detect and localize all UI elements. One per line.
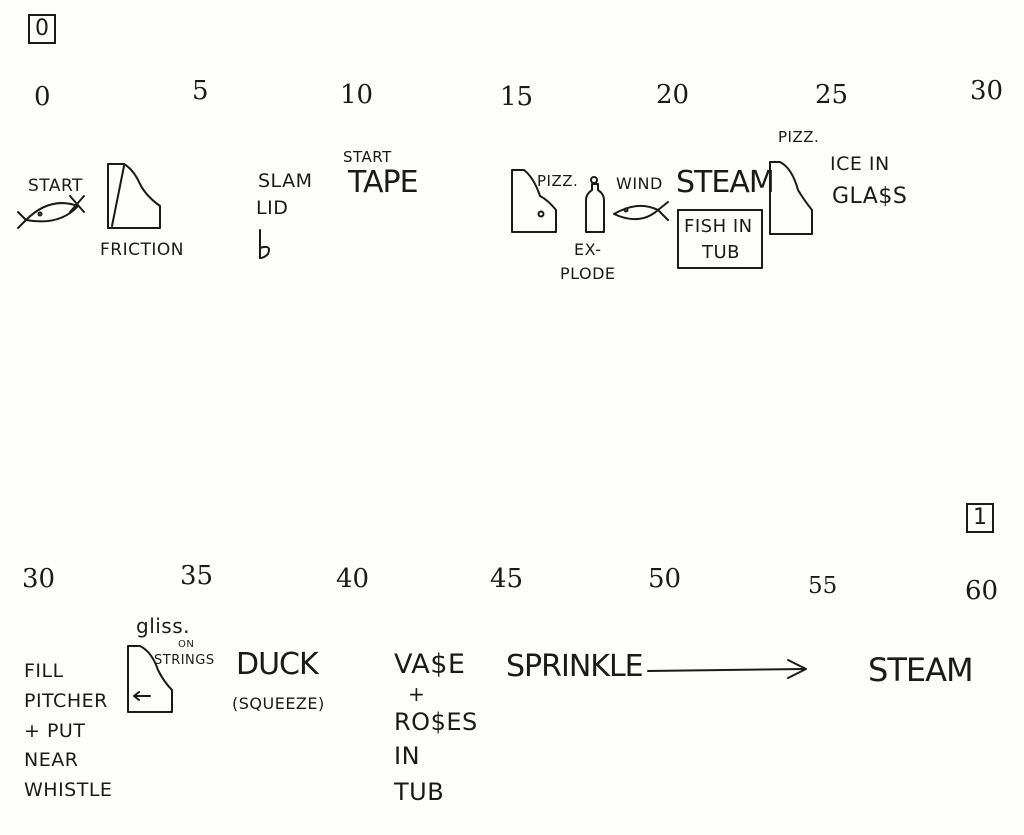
- flat-sign-icon: [259, 229, 270, 259]
- fish-icon: [17, 195, 85, 229]
- tape-label: TAPE: [348, 165, 419, 200]
- on-label: ON: [178, 639, 195, 650]
- fill-line: FILL: [24, 660, 64, 682]
- vase-line: VA$E: [394, 649, 466, 680]
- pizz-label: PIZZ.: [537, 172, 579, 190]
- sprinkle-label: SPRINKLE: [506, 649, 644, 684]
- explode-label-1: EX-: [574, 240, 602, 259]
- time-mark: 25: [815, 80, 849, 110]
- grand-piano-icon: [107, 163, 161, 229]
- time-mark: 10: [340, 80, 374, 110]
- page-number-box-0: 0: [28, 14, 56, 44]
- fish-in-tub-box: [677, 209, 763, 269]
- time-mark: 35: [180, 561, 214, 591]
- bottle-icon: [585, 176, 605, 233]
- time-mark: 45: [490, 564, 524, 594]
- ice-in-glass-label-1: ICE IN: [830, 153, 890, 175]
- strings-label: STRINGS: [154, 653, 215, 668]
- time-mark: 50: [648, 564, 682, 594]
- time-mark: 15: [500, 82, 534, 112]
- steam-label-2: STEAM: [868, 651, 974, 689]
- time-mark: 30: [22, 564, 56, 594]
- grand-piano-icon: [511, 169, 557, 233]
- page-number-box-1: 1: [966, 503, 994, 533]
- fill-line: WHISTLE: [24, 779, 113, 801]
- vase-line: IN: [394, 741, 421, 770]
- ice-in-glass-label-2: GLA$S: [832, 184, 908, 209]
- start-label: START: [28, 176, 83, 196]
- fish-in-tub-label-2: TUB: [702, 242, 741, 263]
- fill-line: PITCHER: [24, 689, 108, 712]
- time-mark: 5: [192, 76, 209, 106]
- vase-roses-label: VA$E + RO$ES IN TUB: [394, 648, 484, 807]
- fish-in-tub-label-1: FISH IN: [684, 216, 753, 237]
- time-mark: 55: [808, 573, 838, 599]
- time-mark: 20: [656, 80, 690, 110]
- wind-label: WIND: [616, 174, 663, 193]
- slam-label: SLAM: [258, 170, 313, 192]
- time-mark: 40: [336, 564, 370, 594]
- vase-line: +: [408, 681, 426, 706]
- fill-line: + PUT: [24, 719, 86, 742]
- fill-pitcher-label: FILL PITCHER + PUT NEAR WHISTLE: [24, 660, 134, 803]
- explode-label-2: PLODE: [560, 264, 616, 283]
- fish-icon: [613, 201, 669, 221]
- grand-piano-icon: [127, 645, 173, 713]
- vase-line: RO$ES: [394, 707, 478, 736]
- lid-label: LID: [256, 197, 289, 219]
- time-mark: 60: [965, 576, 999, 606]
- time-mark: 30: [970, 76, 1004, 106]
- vase-line: TUB: [394, 777, 445, 806]
- steam-label: STEAM: [676, 165, 775, 200]
- start-tape-small-label: START: [343, 148, 392, 166]
- fill-line: NEAR: [24, 749, 79, 772]
- friction-label: FRICTION: [100, 240, 184, 260]
- pizz-label-2: PIZZ.: [778, 128, 820, 146]
- long-arrow-icon: [647, 659, 807, 679]
- squeeze-label: (SQUEEZE): [232, 694, 325, 713]
- grand-piano-icon: [769, 161, 813, 235]
- duck-label: DUCK: [236, 647, 319, 682]
- time-mark: 0: [34, 82, 51, 112]
- gliss-label: gliss.: [136, 614, 191, 638]
